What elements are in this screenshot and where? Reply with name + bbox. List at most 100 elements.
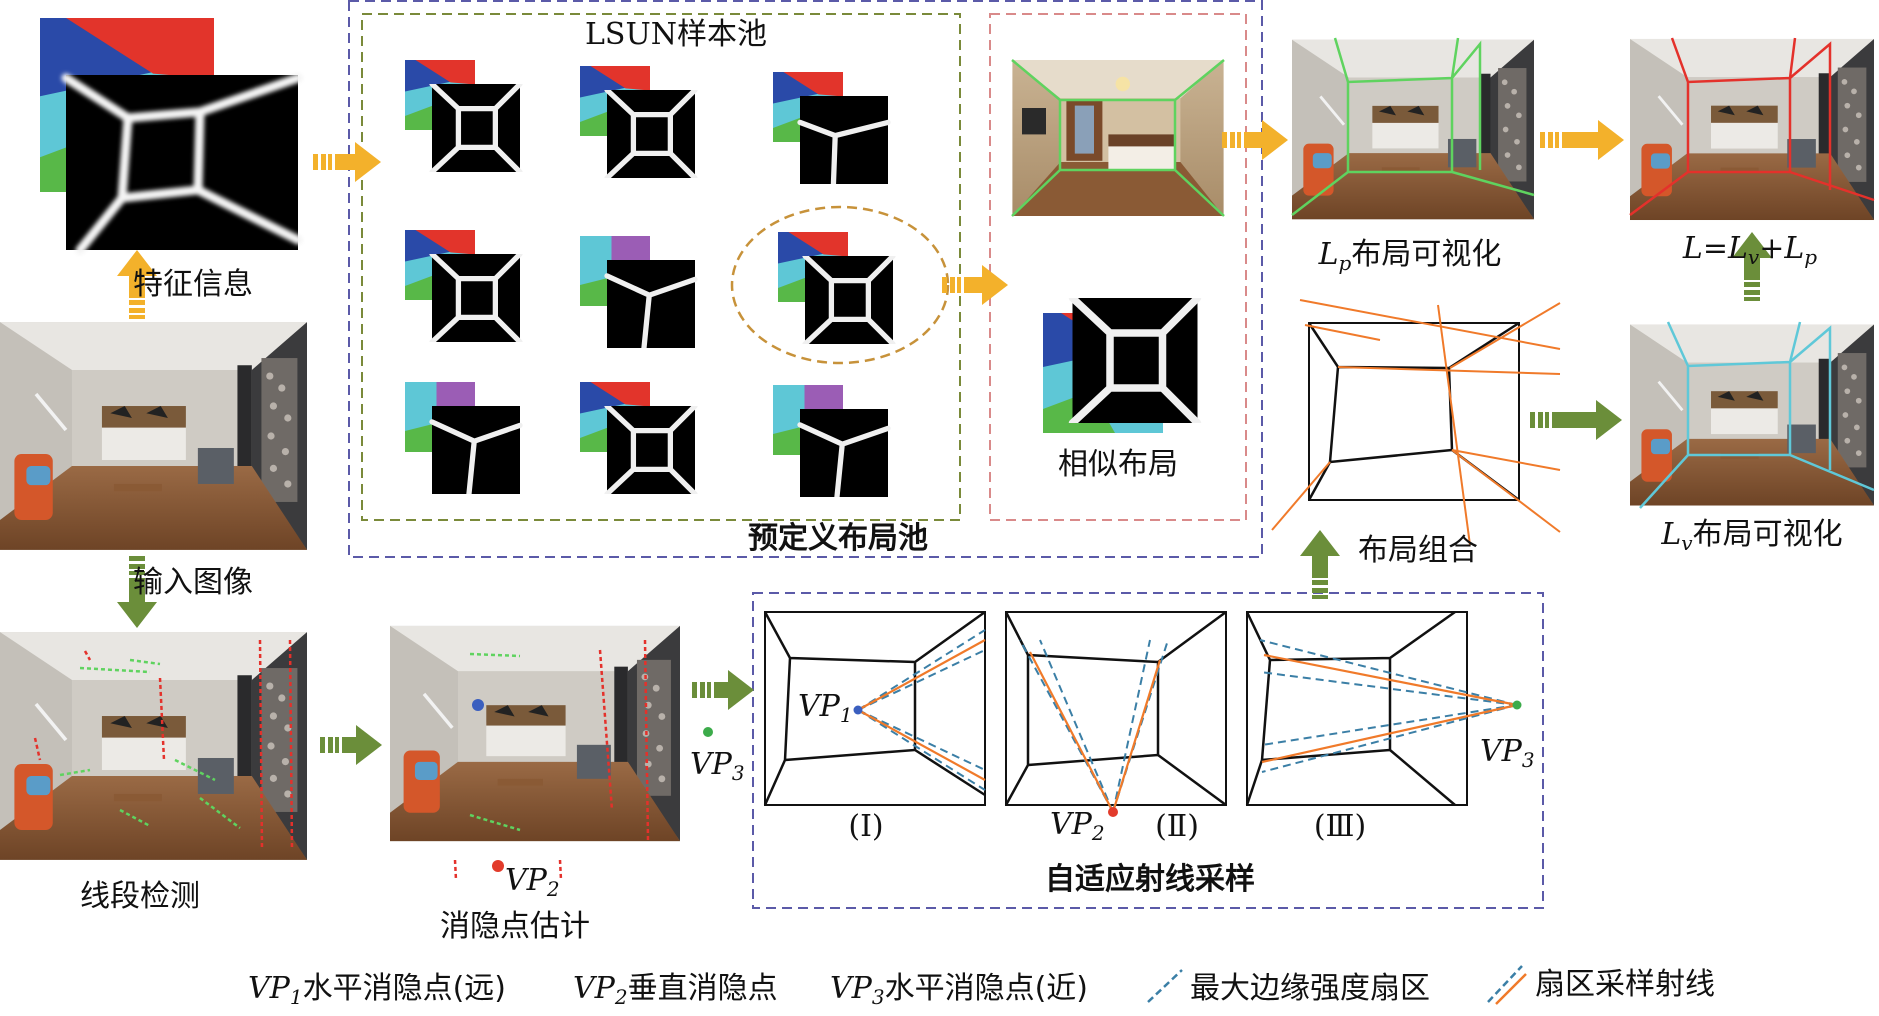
combination-ray [1451,449,1561,533]
arrow-sampling-to-combination [1300,530,1340,599]
combination-ray [1299,299,1561,350]
legend-ray-dashed-icon [1487,965,1523,1003]
vp-photo-segments [453,639,650,881]
arrow-feature-to-pool-dash [313,154,318,170]
label-vp3-diagram: VP3 [1480,735,1535,777]
vp1-sub: 1 [839,703,853,727]
arrow-lp-to-final [1540,120,1624,160]
arrow-similar-to-lp-shaft [1244,132,1264,148]
vp-estimation-photo [390,624,680,843]
arrow-vp-to-sampling-shaft [714,682,730,698]
vp2-point [1108,807,1118,817]
line-segment [33,737,42,761]
vp3p-text: VP [690,747,732,782]
arrow-similar-to-lp-head [1262,120,1288,160]
arrow-feature-to-pool [313,142,381,182]
vp3-point [1512,700,1522,710]
arrow-pool-to-similar [942,265,1008,305]
sampling-panel-2-frame [1005,611,1227,806]
line-segment [83,650,92,661]
line-segment [258,639,264,851]
legend-vp2-sym: VP [573,971,615,1006]
arrow-similar-to-lp-dash [1222,132,1227,148]
label-formula: L=Lv+Lp [1683,232,1817,274]
arrow-combination-to-lv-dash [1545,412,1549,428]
legend-ray-solid-icon [1495,973,1527,1005]
combination-ray [1304,324,1381,341]
arrow-lv-to-final-dash [1744,282,1760,287]
arrow-lv-to-final-shaft [1744,258,1760,280]
arrow-lines-to-vp-shaft [342,737,358,753]
vp-segment [643,639,650,841]
label-predefined-pool: 预定义布局池 [748,521,928,556]
arrow-sampling-to-combination-dash [1312,595,1328,599]
legend-vp1-desc: 水平消隐点(远) [302,971,507,1006]
label-layout-combination: 布局组合 [1358,533,1478,568]
legend-vp3: VP3水平消隐点(近) [830,972,1088,1014]
panel3-ray [1261,703,1518,764]
vp3-sub: 3 [1521,748,1535,772]
lsun-sample-layout-1 [432,84,520,172]
arrow-lp-to-final-shaft [1562,132,1600,148]
label-vp2-diagram: VP2 [1050,808,1105,850]
arrow-vp-to-sampling-dash [700,682,705,698]
legend-vp3-desc: 水平消隐点(近) [884,971,1089,1006]
legend-vp3-sym: VP [830,971,872,1006]
legend-vp2: VP2垂直消隐点 [573,972,778,1014]
arrow-pool-to-similar-head [982,265,1008,305]
sampling-panel-3 [1245,610,1522,806]
arrow-lp-to-final-dash [1555,132,1559,148]
label-input-image: 输入图像 [133,565,253,600]
arrow-pool-to-similar-dash [950,277,955,293]
arrow-lines-to-vp-dash [320,737,325,753]
combination-ray [1437,304,1471,546]
arrow-sampling-to-combination-dash [1312,580,1328,585]
arrow-vp-to-sampling [692,670,754,710]
layout-combination-drawing [1271,299,1561,546]
label-adaptive-ray-sampling: 自适应射线采样 [1045,862,1255,897]
lv-suffix: 布局可视化 [1692,517,1843,552]
lsun-pool-box [361,13,961,521]
arrow-similar-to-lp-dash [1237,132,1241,148]
vp2p-sub: 2 [546,877,560,901]
label-lp-visualization: Lp布局可视化 [1319,238,1502,280]
arrow-feature-to-pool-shaft [335,154,357,170]
arrow-input-to-feature-dash [129,300,145,305]
lsun-sample-layout-2 [607,90,695,178]
legend-max-edge-sector: 最大边缘强度扇区 [1190,971,1430,1006]
lp-layout-lines [1291,37,1535,216]
arrow-combination-to-lv [1530,400,1622,440]
lsun-sample-layout-9 [800,409,888,497]
arrow-feature-to-pool-dash [328,154,332,170]
lsun-sample-layout-7 [432,406,520,494]
adaptive-ray-sampling-box [752,592,1544,909]
panel1-sector-line [857,709,986,771]
line-segment [288,639,294,851]
combination-ray [1451,449,1561,471]
lsun-sample-layout-8 [607,406,695,494]
sampling-panel-2 [1004,610,1227,817]
label-vp3-photo: VP3 [690,748,745,790]
sampling-panel-1 [763,610,986,806]
arrow-combination-to-lv-dash [1538,412,1543,428]
legend-vp1-sub: 1 [289,985,303,1009]
line-segment [129,658,161,666]
vp-segment [453,859,458,881]
arrow-sampling-to-combination-head [1300,530,1340,556]
panel2-ray [1111,659,1162,813]
arrow-input-to-lines-dash [129,564,145,569]
arrow-pool-to-similar-shaft [964,277,984,293]
legend-vp3-sub: 3 [871,985,885,1009]
legend-vp2-desc: 垂直消隐点 [627,971,778,1006]
vp1-point [853,705,863,715]
symbol-L-v: L [1661,517,1682,552]
arrow-input-to-feature-dash [129,315,145,319]
legend-vp1: VP1水平消隐点(远) [248,972,506,1014]
predefined-layout-pool-box [348,0,1263,558]
vp2-point-photo [492,860,504,872]
hotel-layout-lines [1011,59,1225,217]
panel1-ray [857,709,986,781]
arrow-vp-to-sampling-dash [707,682,711,698]
